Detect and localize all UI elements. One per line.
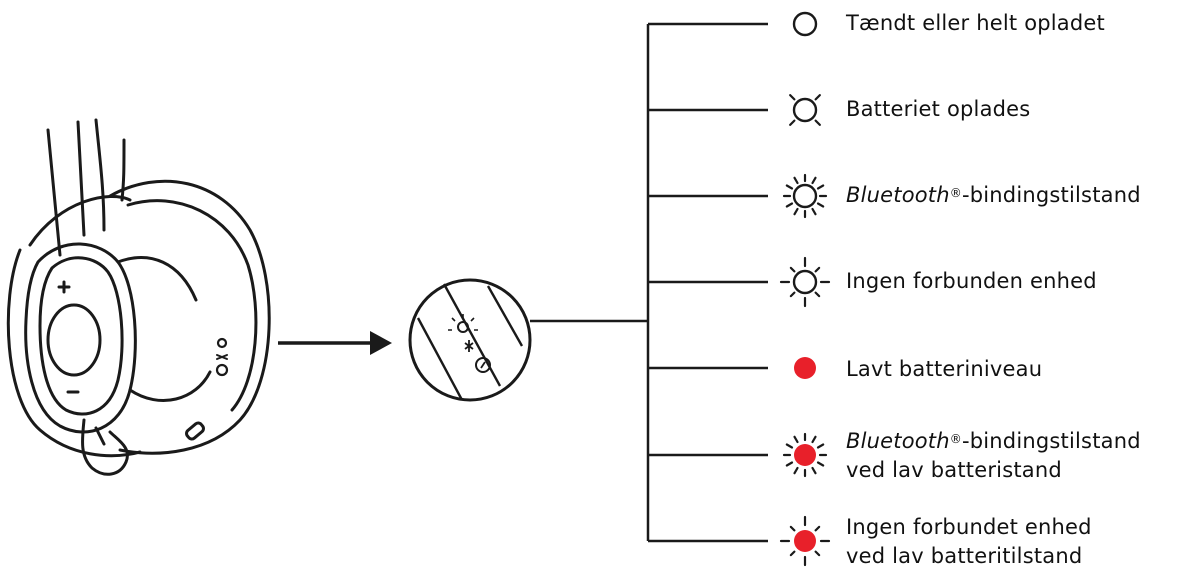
legend-text-no-device-low: Ingen forbundet enhed (846, 515, 1092, 539)
legend-label-pairing-low: Bluetooth®-bindingstilstand ved lav batt… (846, 427, 1141, 485)
legend-label-on: Tændt eller helt opladet (846, 9, 1105, 38)
led-pairing-low-icon (782, 432, 828, 478)
led-icons (779, 11, 831, 567)
legend-text-charging: Batteriet oplades (846, 97, 1031, 121)
headset-illustration (6, 118, 271, 476)
legend-text-low-battery: Lavt batteriniveau (846, 357, 1043, 381)
legend-mark-pairing-low: ® (949, 432, 962, 446)
led-on-icon (792, 11, 818, 37)
legend-text-pairing: -bindingstilstand (961, 183, 1141, 207)
legend-label-charging: Batteriet oplades (846, 95, 1030, 124)
legend-text2-no-device-low: ved lav batteritilstand (846, 544, 1083, 568)
zoom-circle (408, 278, 532, 402)
led-no-device-low-icon (779, 515, 831, 567)
legend-mark-pairing: ® (949, 186, 962, 200)
legend-text-no-device: Ingen forbunden enhed (846, 269, 1097, 293)
legend-text-on: Tændt eller helt opladet (846, 11, 1105, 35)
legend-brand-pairing-low: Bluetooth (846, 429, 950, 453)
led-no-device-icon (779, 256, 831, 308)
connector-tree (530, 22, 768, 543)
legend-brand-pairing: Bluetooth (846, 183, 950, 207)
led-pairing-icon (782, 173, 828, 219)
legend-text2-pairing-low: ved lav batteristand (846, 458, 1062, 482)
legend-label-pairing: Bluetooth®-bindingstilstand (846, 181, 1141, 210)
legend-label-no-device: Ingen forbunden enhed (846, 267, 1097, 296)
led-charging-icon (789, 94, 821, 126)
legend-label-low-battery: Lavt batteriniveau (846, 355, 1042, 384)
legend-text-pairing-low: -bindingstilstand (961, 429, 1141, 453)
legend-label-no-device-low: Ingen forbundet enhed ved lav batteritil… (846, 513, 1092, 571)
led-low-battery-icon (794, 357, 816, 379)
arrow (278, 331, 392, 355)
